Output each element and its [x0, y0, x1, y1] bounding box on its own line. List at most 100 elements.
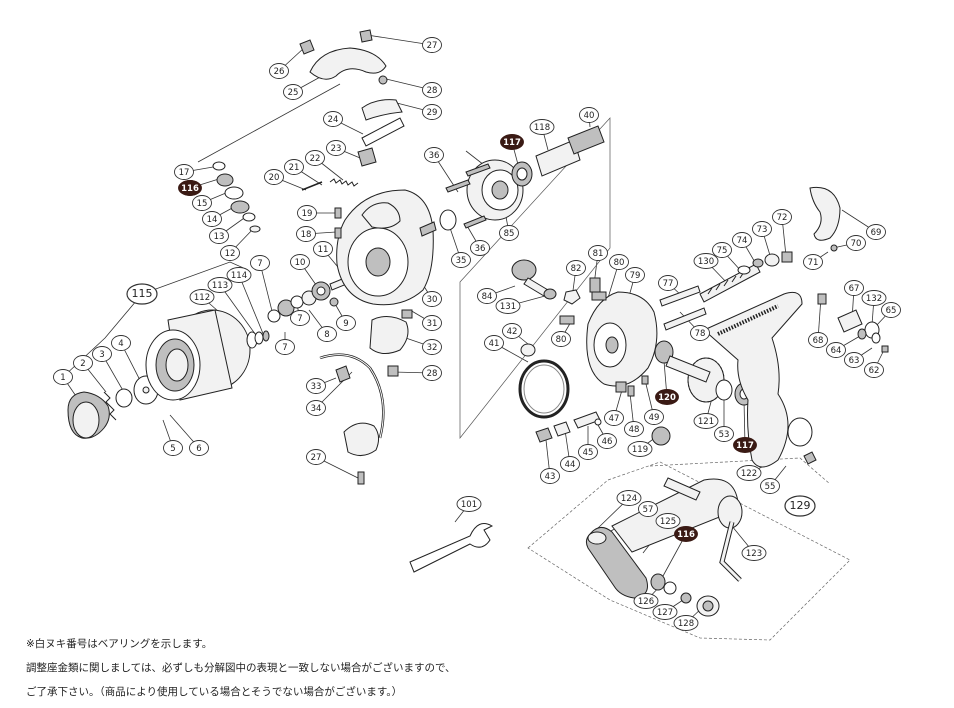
screw-80b	[559, 315, 575, 325]
rod-78	[663, 307, 707, 331]
callout-part-6: 7	[250, 255, 270, 271]
cap-128-inner	[702, 600, 714, 612]
callout-assembly-0: 115	[126, 283, 158, 305]
callout-number-part-69: 85	[504, 229, 515, 239]
callout-part-73: 114	[226, 267, 252, 283]
callout-number-part-71: 112	[194, 293, 210, 303]
part-75	[737, 265, 751, 275]
callout-number-part-73: 114	[231, 271, 247, 281]
knob-124-end	[587, 531, 607, 545]
callout-badge-bearing-2-0	[655, 389, 679, 405]
callout-part-25: 26	[269, 63, 289, 79]
callout-part-75: 119	[627, 441, 653, 457]
roller-116	[216, 173, 234, 187]
callout-badge-part-8	[336, 315, 356, 331]
callout-number-part-3: 4	[118, 339, 123, 349]
callout-badge-part-64	[625, 267, 645, 283]
callout-part-5: 6	[189, 440, 209, 456]
callout-part-56: 70	[846, 235, 866, 251]
callout-number-part-79: 124	[621, 494, 637, 504]
callout-part-32: 33	[306, 378, 326, 394]
bearing-53	[715, 379, 733, 401]
callout-number-part-11: 12	[225, 249, 236, 259]
disclaimer-line-1: 調整座金類に関しましては、必ずしも分解図中の表現と一致しない場合がございますので…	[26, 662, 456, 674]
callout-badge-part-84	[693, 253, 719, 269]
callout-badge-part-13	[202, 211, 222, 227]
washer-3	[115, 388, 133, 408]
pin-70	[830, 244, 838, 252]
callout-number-part-81: 126	[638, 597, 654, 607]
callout-part-64: 79	[625, 267, 645, 283]
callout-part-24: 25	[283, 84, 303, 100]
callout-part-74: 118	[529, 119, 555, 135]
callout-part-52: 65	[881, 302, 901, 318]
callout-number-part-41: 45	[583, 448, 594, 458]
part-illustrations	[67, 29, 889, 617]
callout-number-part-12: 13	[214, 232, 225, 242]
callout-badge-part-56	[846, 235, 866, 251]
callout-part-8: 9	[336, 315, 356, 331]
callout-number-part-14: 15	[197, 199, 208, 209]
screw-19	[334, 207, 342, 219]
wrench-101	[409, 523, 494, 573]
worm-130	[699, 263, 761, 303]
callout-part-dup-4: 36	[470, 240, 490, 256]
callout-part-79: 124	[616, 490, 642, 506]
callout-number-part-25: 26	[274, 67, 285, 77]
callout-number-part-9: 10	[295, 258, 306, 268]
callout-number-part-20: 21	[289, 163, 300, 173]
callout-number-part-85: 131	[500, 302, 516, 312]
callout-number-bearing-1-1: 117	[736, 441, 754, 451]
callout-part-44: 48	[624, 421, 644, 437]
callout-number-part-32: 33	[311, 382, 322, 392]
oring-41	[518, 359, 570, 419]
part-callouts: 1234567891011121314151617181920212223242…	[53, 37, 901, 631]
callout-number-part-36: 40	[584, 111, 595, 121]
callout-badge-part-9	[290, 254, 310, 270]
callout-part-2: 3	[92, 346, 112, 362]
callout-number-part-7: 8	[324, 330, 329, 340]
callout-part-50: 63	[844, 352, 864, 368]
callout-part-60: 74	[732, 232, 752, 248]
callout-number-part-77: 122	[741, 469, 757, 479]
callout-badge-part-2	[92, 346, 112, 362]
part-64	[857, 328, 867, 340]
callout-badge-part-68	[477, 288, 497, 304]
callout-part-57: 71	[803, 254, 823, 270]
callout-number-bearing-0-0: 116	[181, 184, 199, 194]
part-49	[641, 375, 649, 385]
callout-badge-part-85	[495, 298, 521, 314]
bearing-116b	[650, 573, 666, 591]
callout-badge-part-62	[658, 275, 678, 291]
callout-badge-part-35	[424, 147, 444, 163]
part-73	[764, 253, 780, 267]
callout-number-part-dup-0: 7	[282, 343, 287, 353]
callout-badge-part-63	[690, 325, 710, 341]
callout-number-part-44: 48	[629, 425, 640, 435]
spool-front-core	[165, 348, 189, 382]
callout-badge-part-60	[732, 232, 752, 248]
callout-number-part-59: 73	[757, 225, 768, 235]
callout-bearing-2-0: 120	[655, 389, 679, 405]
callout-badge-part-33	[306, 400, 326, 416]
callout-number-part-86: 132	[866, 294, 882, 304]
callout-badge-part-17	[296, 226, 316, 242]
callout-number-part-61: 75	[717, 246, 728, 256]
callout-number-part-dup-4: 36	[475, 244, 486, 254]
callout-part-53: 67	[844, 280, 864, 296]
roller-13	[242, 212, 256, 222]
callout-number-part-68: 84	[482, 292, 493, 302]
roller-14	[230, 200, 250, 214]
callout-number-part-51: 64	[831, 346, 842, 356]
callout-number-part-1: 2	[80, 359, 85, 369]
callout-number-part-37: 41	[489, 339, 500, 349]
callout-part-46: 53	[714, 426, 734, 442]
rotor-hub	[365, 247, 391, 277]
callout-part-4: 5	[163, 440, 183, 456]
callout-number-part-dup-2: 27	[311, 453, 322, 463]
callout-part-72: 113	[207, 277, 233, 293]
callout-badge-bearing-1-1	[733, 437, 757, 453]
callout-badge-part-14	[192, 195, 212, 211]
callout-badge-part-48	[638, 501, 658, 517]
part-44	[553, 421, 571, 437]
